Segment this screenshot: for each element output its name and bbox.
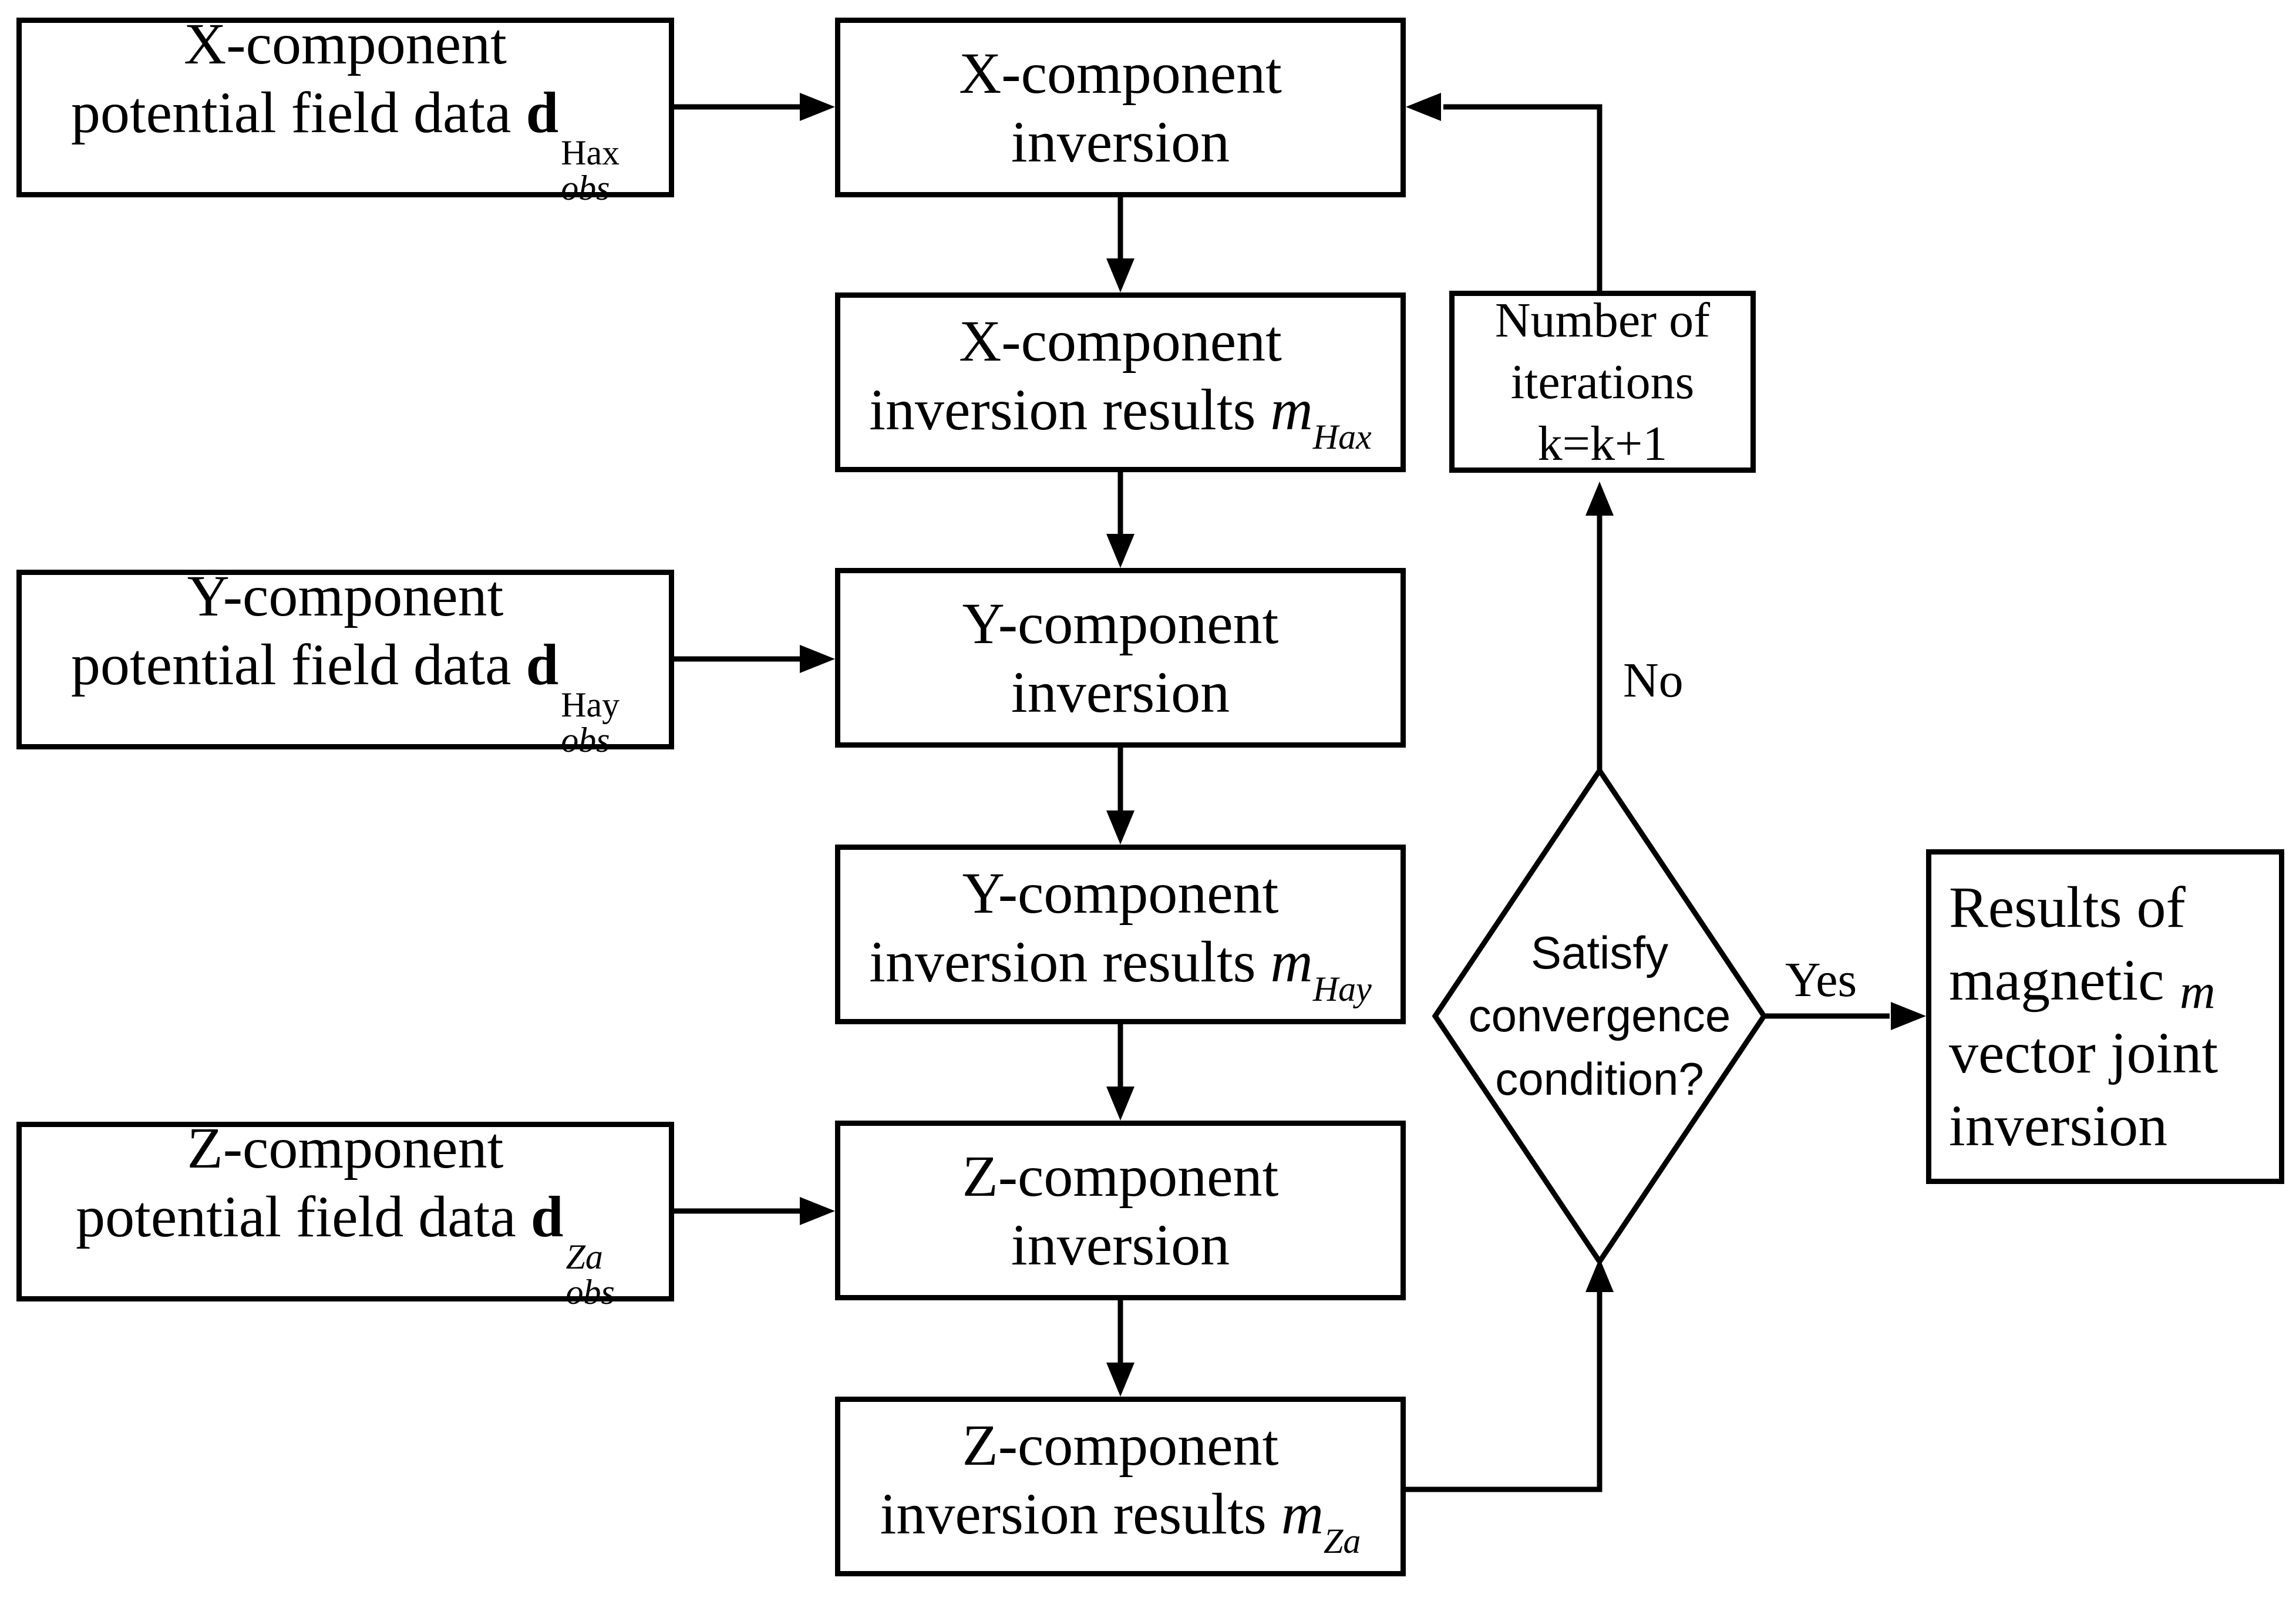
arrowhead-result xyxy=(1891,1002,1926,1030)
arrowhead-z-input xyxy=(800,1197,835,1225)
arrowhead-decision-bottom xyxy=(1585,1258,1614,1292)
iterations-line1: Number of xyxy=(1494,292,1711,348)
y-results-line2: inversion results xyxy=(869,929,1256,995)
x-inversion-box: X-component inversion xyxy=(835,18,1406,197)
result-line4: inversion xyxy=(1949,1093,2168,1158)
z-results-box: Z-component inversion results mZa xyxy=(835,1397,1406,1576)
result-line1: Results of xyxy=(1949,875,2186,940)
connector-z-results-to-decision xyxy=(1406,1287,1603,1492)
decision-line2: convergence xyxy=(1468,990,1731,1042)
y-input-line1: Y-component xyxy=(187,563,504,628)
iterations-box: Number of iterations k=k+1 xyxy=(1449,291,1756,473)
y-inversion-line1: Y-component xyxy=(962,591,1279,656)
z-input-line2: potential field data xyxy=(76,1184,516,1249)
z-results-symbol: mZa xyxy=(1281,1481,1361,1561)
result-line2: magnetic xyxy=(1949,947,2164,1013)
arrowhead-iterations-bottom xyxy=(1585,482,1614,516)
y-inversion-box: Y-component inversion xyxy=(835,568,1406,748)
x-input-line2: potential field data xyxy=(70,80,511,145)
result-box: Results of magnetic vector joint inversi… xyxy=(1926,849,2284,1184)
z-inversion-line2: inversion xyxy=(1011,1212,1230,1277)
branch-label-yes: Yes xyxy=(1785,953,1857,1007)
decision-line3: condition? xyxy=(1495,1052,1704,1105)
x-results-symbol: mHax xyxy=(1270,377,1372,457)
decision-label: Satisfy convergence condition? xyxy=(1453,922,1746,1110)
z-results-line1: Z-component xyxy=(962,1412,1279,1478)
x-inversion-line2: inversion xyxy=(1011,109,1230,174)
result-line3: vector joint xyxy=(1949,1020,2218,1085)
x-inversion-line1: X-component xyxy=(959,41,1282,106)
z-results-line2: inversion results xyxy=(880,1481,1267,1547)
iterations-line2: iterations xyxy=(1510,354,1695,409)
iterations-line3: k=k+1 xyxy=(1537,416,1668,471)
z-inversion-box: Z-component inversion xyxy=(835,1121,1406,1300)
arrowhead-z-inversion xyxy=(1106,1087,1134,1121)
result-symbol: m xyxy=(2180,964,2216,1019)
arrowhead-y-input xyxy=(800,645,835,673)
z-input-line1: Z-component xyxy=(187,1115,504,1180)
x-results-box: X-component inversion results mHax xyxy=(835,292,1406,472)
decision-line1: Satisfy xyxy=(1530,926,1669,978)
arrowhead-y-results xyxy=(1106,810,1134,845)
arrowhead-y-inversion xyxy=(1106,534,1134,568)
y-inversion-line2: inversion xyxy=(1011,660,1230,725)
arrowhead-x-input xyxy=(800,93,835,121)
x-results-line1: X-component xyxy=(959,308,1282,374)
branch-label-no: No xyxy=(1623,653,1684,708)
y-results-box: Y-component inversion results mHay xyxy=(835,845,1406,1024)
x-results-line2: inversion results xyxy=(869,377,1256,443)
arrowhead-z-results xyxy=(1106,1363,1134,1397)
arrowhead-x-inversion-right xyxy=(1406,93,1441,121)
decision-diamond xyxy=(1432,765,1768,1267)
y-input-line2: potential field data xyxy=(70,632,511,697)
x-input-line1: X-component xyxy=(184,11,507,76)
z-inversion-line1: Z-component xyxy=(962,1143,1279,1209)
y-results-line1: Y-component xyxy=(962,860,1279,926)
connector-iterations-to-x-inversion xyxy=(1443,104,1603,291)
y-results-symbol: mHay xyxy=(1270,929,1372,1009)
arrowhead-x-results xyxy=(1106,258,1134,292)
